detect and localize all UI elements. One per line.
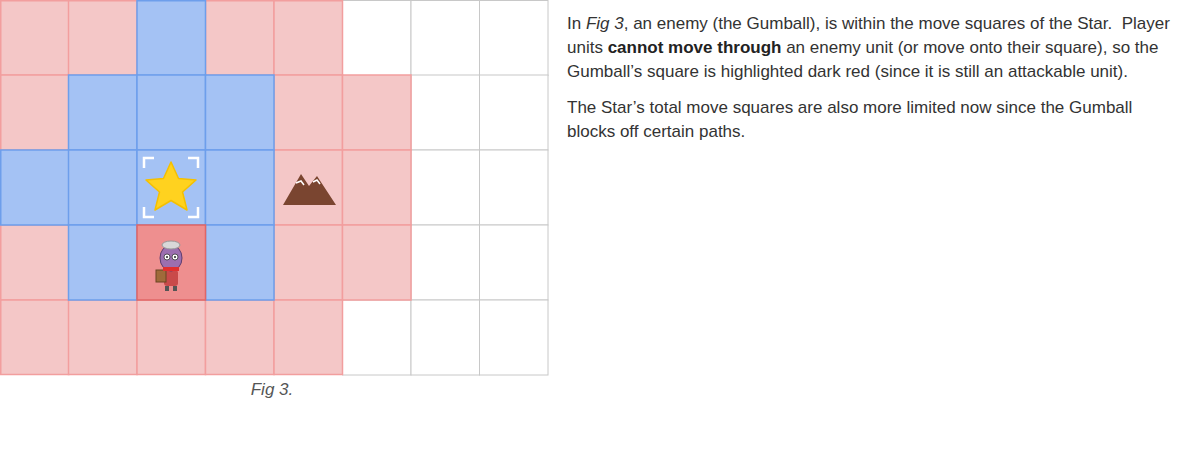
mountain xyxy=(283,174,336,205)
gumball-unit xyxy=(156,241,182,291)
grid-illustration xyxy=(0,0,560,380)
cell xyxy=(343,1,412,76)
snow xyxy=(313,180,320,184)
cell xyxy=(137,150,206,225)
cell xyxy=(1,75,69,150)
cell xyxy=(411,300,480,375)
move-cells xyxy=(1,1,274,300)
leg xyxy=(173,286,177,291)
cell xyxy=(480,225,549,300)
bracket xyxy=(144,158,154,168)
cell xyxy=(411,1,480,76)
body-text: The Star’s total move squares are also m… xyxy=(567,98,1137,141)
enemy-cell xyxy=(137,225,206,300)
snow xyxy=(296,181,304,185)
cell xyxy=(206,225,275,300)
cell xyxy=(137,300,206,375)
cell xyxy=(480,150,549,225)
cell xyxy=(274,1,343,76)
caption-text: Fig 3. xyxy=(251,380,294,399)
cell xyxy=(1,150,69,225)
cell xyxy=(274,225,343,300)
cell xyxy=(274,300,343,375)
cell xyxy=(69,300,138,375)
hair xyxy=(162,241,180,249)
bracket xyxy=(188,158,198,168)
eye xyxy=(164,254,170,260)
cell xyxy=(274,75,343,150)
cell xyxy=(206,1,275,76)
bracket xyxy=(144,207,154,217)
scarf xyxy=(163,267,179,271)
cell xyxy=(343,300,412,375)
cell xyxy=(206,300,275,375)
mountain-icon xyxy=(283,174,336,205)
cell xyxy=(69,75,138,150)
description: In Fig 3, an enemy (the Gumball), is wit… xyxy=(567,12,1173,156)
cell xyxy=(480,1,549,76)
cell xyxy=(480,300,549,375)
cell xyxy=(137,75,206,150)
star-unit xyxy=(146,162,196,210)
eye xyxy=(172,254,178,260)
cell xyxy=(206,150,275,225)
cell xyxy=(1,300,69,375)
cell xyxy=(274,150,343,225)
figure-caption: Fig 3. xyxy=(172,380,372,400)
cell xyxy=(343,150,412,225)
cell xyxy=(1,1,69,76)
cell xyxy=(411,150,480,225)
cell xyxy=(69,1,138,76)
cell xyxy=(343,225,412,300)
body-text: Fig 3 xyxy=(586,14,624,33)
cell xyxy=(69,150,138,225)
clipboard xyxy=(156,270,166,282)
bracket xyxy=(188,207,198,217)
body-text: cannot move through xyxy=(608,38,782,57)
pupil xyxy=(166,256,168,258)
attack-cells xyxy=(1,1,411,375)
cell xyxy=(206,75,275,150)
cell xyxy=(1,225,69,300)
paragraph: In Fig 3, an enemy (the Gumball), is wit… xyxy=(567,12,1173,84)
selection-brackets xyxy=(144,158,198,217)
cell xyxy=(480,75,549,150)
leg xyxy=(165,286,169,291)
cell xyxy=(411,75,480,150)
pupil xyxy=(174,256,176,258)
cell xyxy=(411,225,480,300)
cell xyxy=(343,75,412,150)
cell xyxy=(137,1,206,76)
empty-cells xyxy=(343,1,549,376)
paragraph: The Star’s total move squares are also m… xyxy=(567,96,1173,144)
body-text: In xyxy=(567,14,586,33)
cell xyxy=(69,225,138,300)
